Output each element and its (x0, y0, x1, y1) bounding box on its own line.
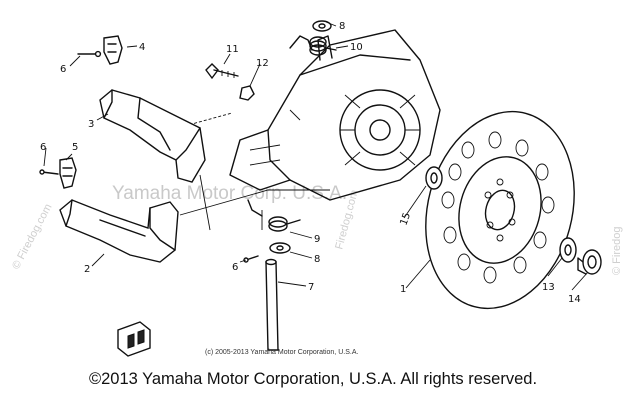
clip-4 (103, 35, 123, 65)
brake-disc (425, 110, 575, 310)
callout-9: 9 (314, 234, 320, 245)
callout-8-top: 8 (339, 21, 345, 32)
callout-labels: 4 6 3 6 5 2 11 12 8 10 9 8 6 7 15 1 13 1… (40, 21, 581, 305)
lower-bracket (59, 199, 179, 263)
spring-9 (247, 199, 301, 232)
washer-8-lower (269, 242, 291, 254)
callout-5: 5 (72, 142, 78, 153)
callout-13: 13 (542, 282, 555, 293)
watermark-center: Yamaha Motor Corp. U.S.A. (112, 183, 347, 204)
nut-12 (239, 85, 255, 101)
callout-11: 11 (226, 44, 239, 55)
watermark-side-right: © Firedog (611, 227, 623, 275)
bolt-11 (205, 63, 239, 80)
callout-10: 10 (350, 42, 363, 53)
spring-10 (289, 35, 337, 56)
sheave-housing (229, 29, 441, 201)
callout-6-lower: 6 (232, 262, 238, 273)
small-block (117, 321, 151, 357)
callout-14: 14 (568, 294, 581, 305)
callout-6-left: 6 (40, 142, 46, 153)
callout-6-top: 6 (60, 64, 66, 75)
clip-5 (59, 157, 77, 189)
shaft-7 (265, 258, 279, 351)
washer-13 (559, 237, 577, 263)
watermark-side-left: © Firedog.com (10, 202, 55, 271)
callout-15: 15 (398, 211, 413, 227)
callout-8-lower: 8 (314, 254, 320, 265)
callout-4: 4 (139, 42, 145, 53)
callout-2: 2 (84, 264, 90, 275)
callout-1: 1 (400, 284, 406, 295)
copyright-small: (c) 2005-2013 Yamaha Motor Corporation, … (205, 349, 359, 356)
copyright-notice: ©2013 Yamaha Motor Corporation, U.S.A. A… (88, 370, 538, 388)
upper-bracket (99, 89, 206, 183)
washer-15 (425, 166, 443, 190)
callout-12: 12 (256, 58, 269, 69)
nut-14 (577, 249, 602, 275)
callout-3: 3 (88, 119, 94, 130)
callout-7: 7 (308, 282, 314, 293)
leader-lines (43, 21, 589, 291)
washer-8-top (312, 20, 332, 32)
